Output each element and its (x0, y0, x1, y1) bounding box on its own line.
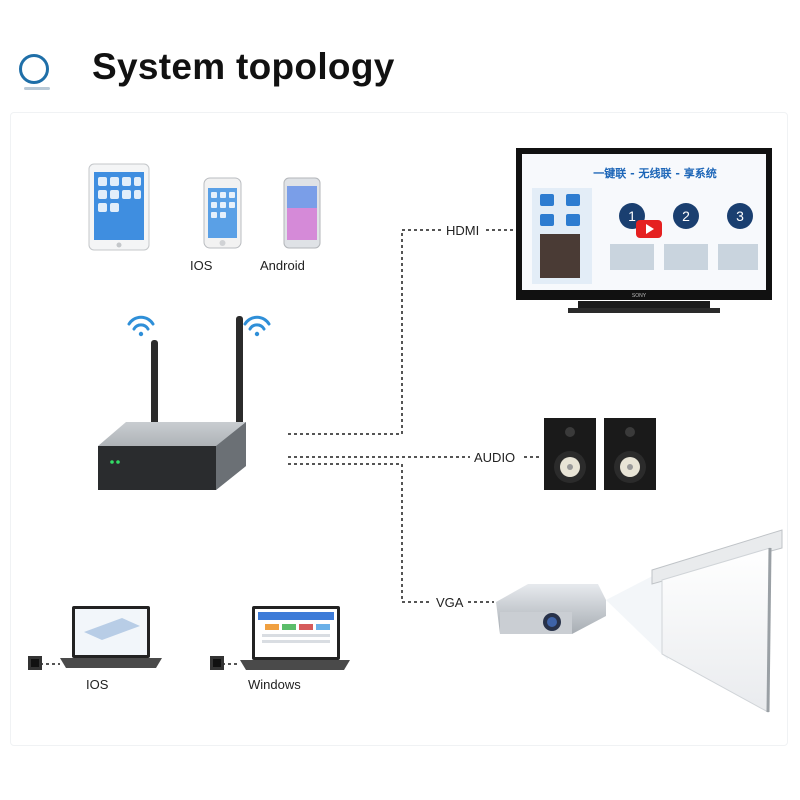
tv-step-2: 2 (682, 208, 690, 224)
laptop-windows-icon (210, 606, 350, 670)
projection-screen-icon (606, 529, 783, 713)
hdmi-label: HDMI (446, 223, 479, 238)
ring-logo-icon (19, 54, 50, 90)
page-title: System topology (92, 46, 395, 87)
wifi-icon-left (127, 315, 155, 337)
windows-label: Windows (248, 677, 301, 692)
speakers-icon (544, 418, 656, 490)
vga-label: VGA (436, 595, 464, 610)
tv-brand: SONY (632, 293, 647, 299)
tv-step-3: 3 (736, 208, 744, 224)
android-phone-icon (283, 177, 321, 249)
connection-lines (288, 229, 542, 603)
vga-connection-line (288, 463, 432, 603)
audio-label: AUDIO (474, 450, 515, 465)
tablet-icon (88, 163, 150, 251)
wireless-router-icon (98, 316, 246, 490)
hdmi-connection-line (288, 229, 442, 435)
projector-icon (496, 584, 606, 634)
tv-headline: 一键联 - 无线联 - 享系统 (593, 166, 716, 180)
tv-step-1: 1 (628, 208, 636, 224)
iphone-icon (203, 177, 242, 249)
tv-display-icon: SONY 一键联 - 无线联 - 享系统 1 2 3 (516, 148, 772, 313)
ios-mobile-label: IOS (190, 258, 213, 273)
ios-computer-label: IOS (86, 677, 109, 692)
laptop-ios-icon (28, 606, 162, 670)
android-label: Android (260, 258, 305, 273)
wifi-icon-right (243, 315, 271, 337)
